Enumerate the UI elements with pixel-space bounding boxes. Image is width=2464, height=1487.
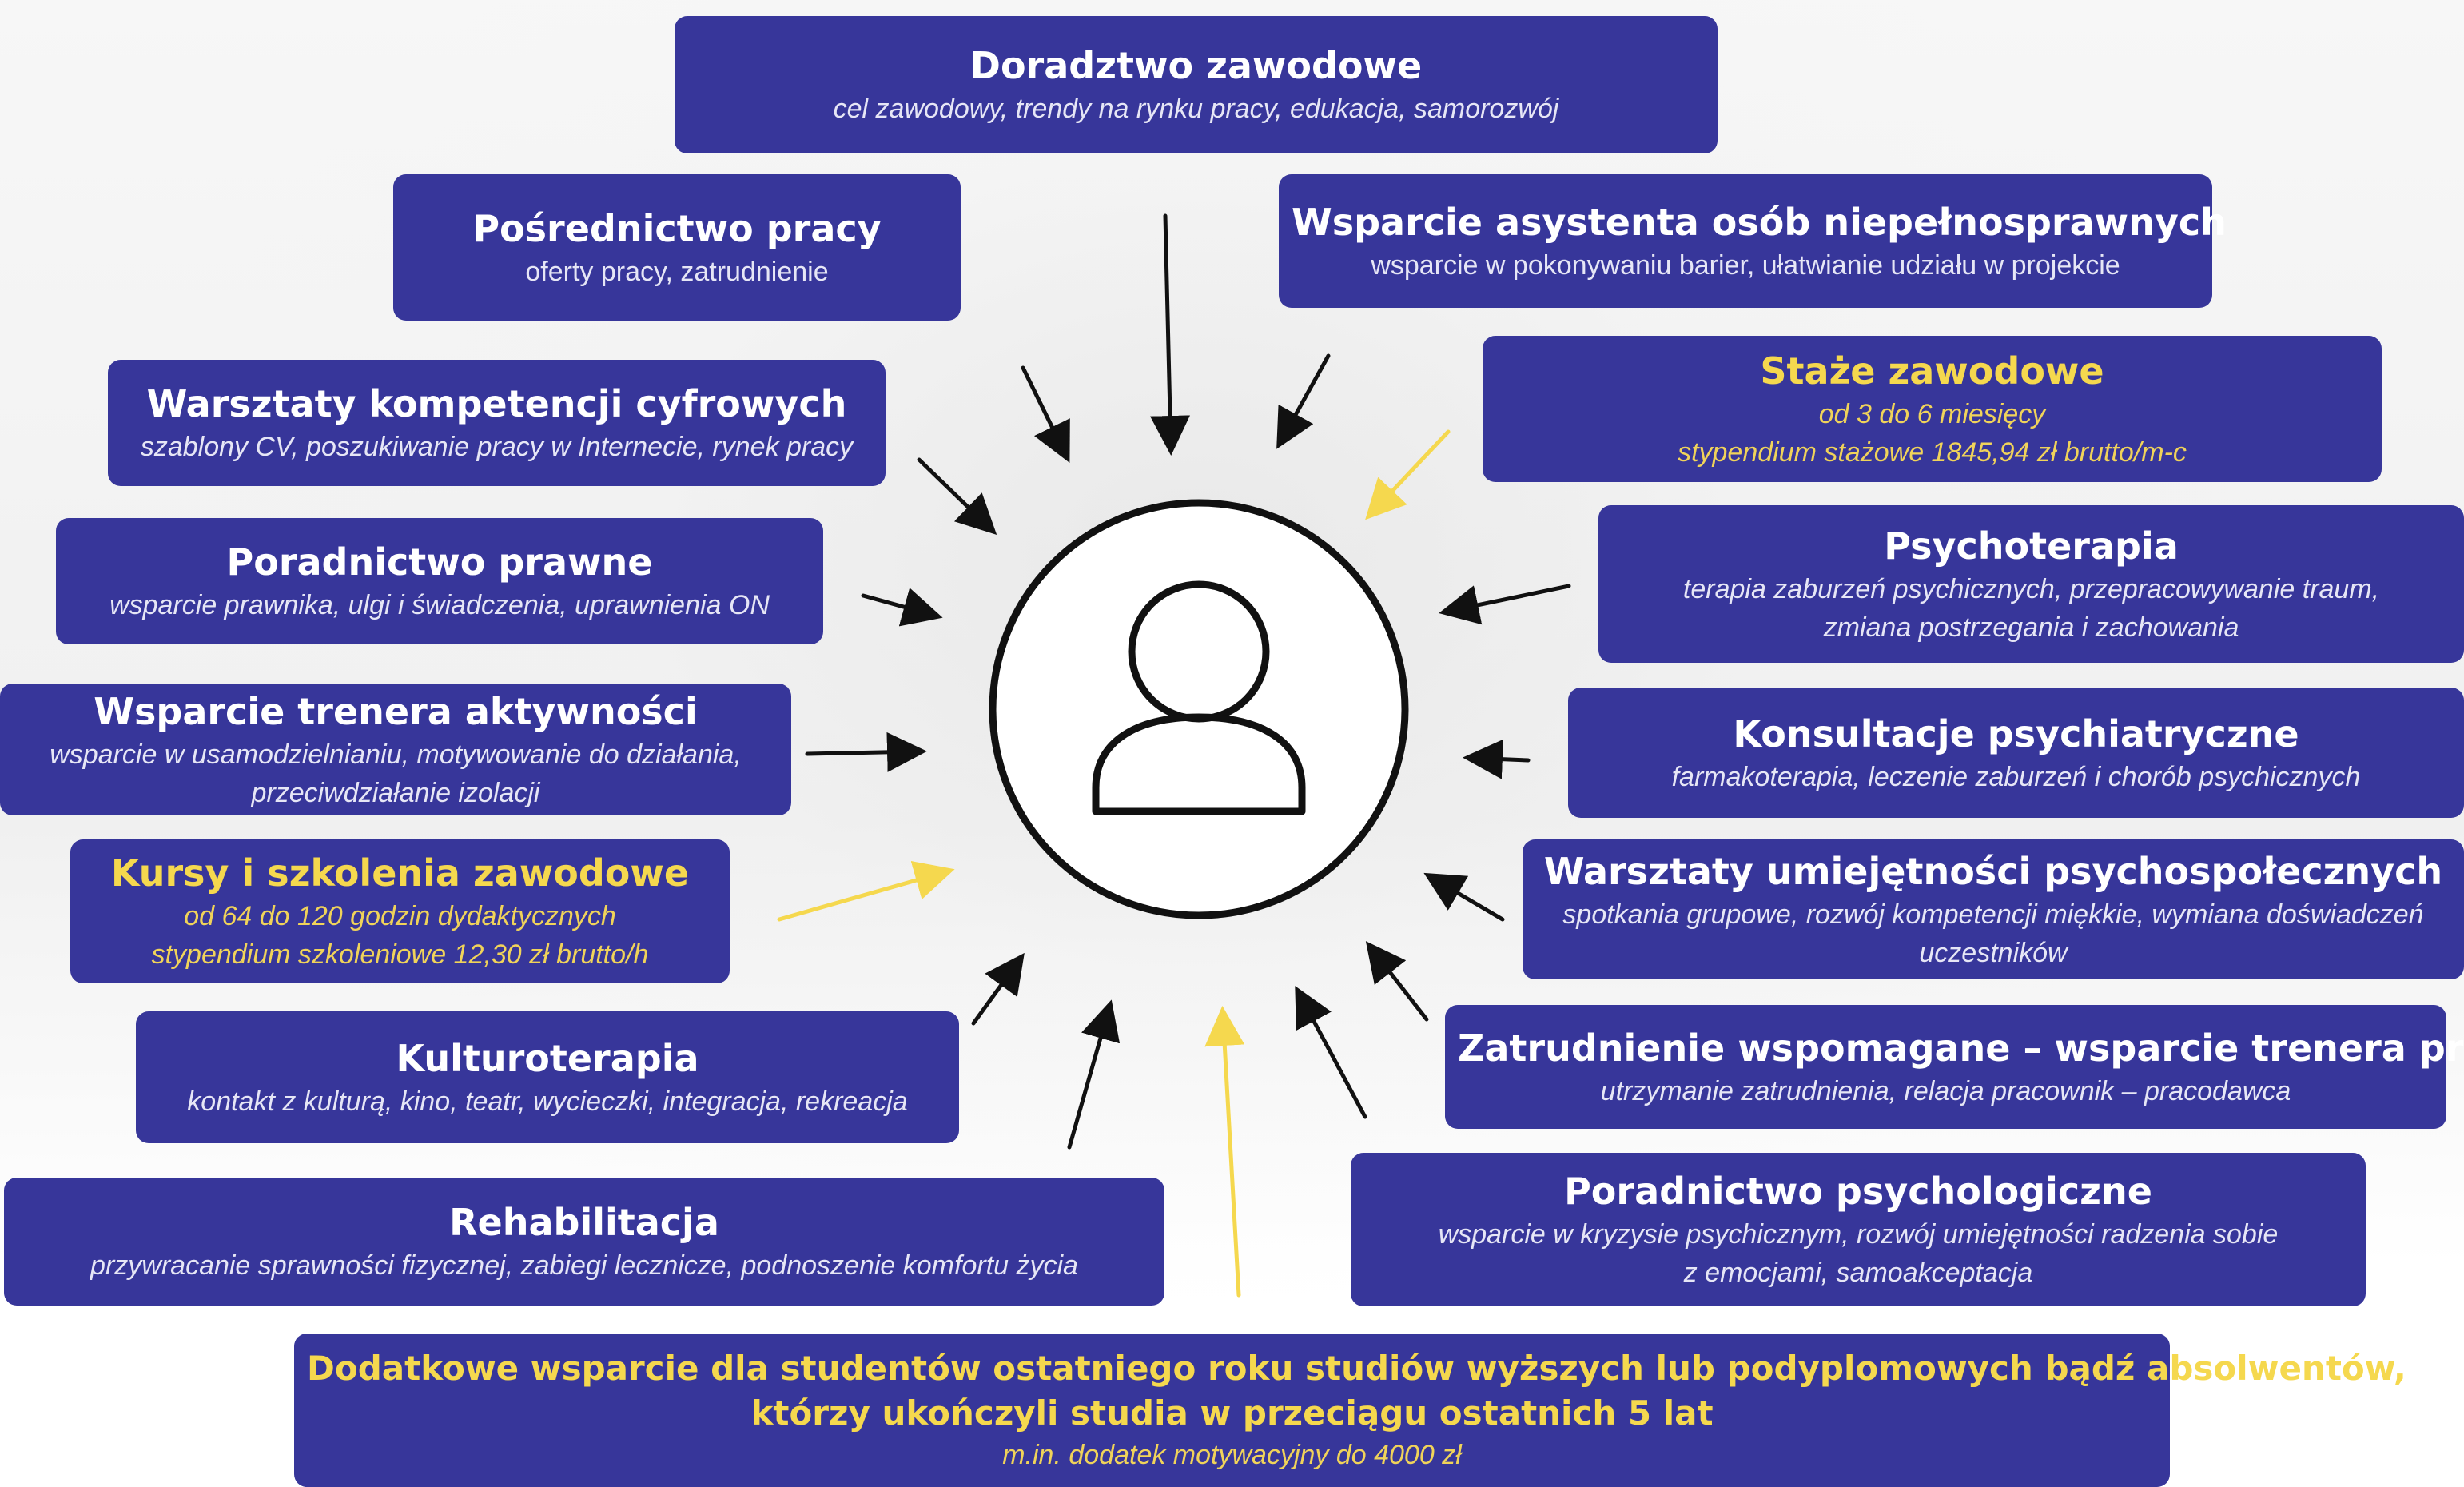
arrow-kulturoterapia: [971, 952, 1025, 1026]
box-title: Kursy i szkolenia zawodowe: [110, 851, 690, 895]
box-title: Konsultacje psychiatryczne: [1733, 712, 2299, 755]
arrow-studenci: [1204, 1006, 1245, 1298]
box-title: Poradnictwo psychologiczne: [1564, 1170, 2152, 1213]
arrow-trener: [805, 732, 927, 772]
box-subtitle: oferty pracy, zatrudnienie: [525, 256, 829, 287]
arrow-konsultacje: [1463, 739, 1531, 779]
box-title: Doradztwo zawodowe: [969, 44, 1423, 87]
box-warsztaty-cyfrowe: Warsztaty kompetencji cyfrowych szablony…: [108, 360, 886, 486]
box-title-2: którzy ukończyli studia w przeciągu osta…: [750, 1393, 1714, 1433]
box-title-1: Dodatkowe wsparcie dla studentów ostatni…: [307, 1349, 2406, 1388]
arrow-doradztwo: [1150, 213, 1191, 456]
box-psychologiczne: Poradnictwo psychologiczne wsparcie w kr…: [1351, 1153, 2366, 1306]
box-studenci: Dodatkowe wsparcie dla studentów ostatni…: [294, 1334, 2406, 1487]
box-title: Psychoterapia: [1884, 524, 2179, 568]
box-subtitle: szablony CV, poszukiwanie pracy w Intern…: [140, 432, 854, 462]
box-subtitle-2: przeciwdziałanie izolacji: [251, 777, 540, 808]
arrow-psychospoleczne: [1423, 872, 1505, 922]
box-subtitle-1: wsparcie w usamodzielnianiu, motywowanie…: [50, 739, 742, 770]
box-subtitle-1: spotkania grupowe, rozwój kompetencji mi…: [1562, 899, 2424, 930]
box-title: Rehabilitacja: [449, 1201, 719, 1244]
arrow-rehabilitacja: [1067, 999, 1121, 1150]
box-title: Wsparcie asystenta osób niepełnosprawnyc…: [1292, 200, 2227, 244]
box-posrednictwo: Pośrednictwo pracy oferty pracy, zatrudn…: [393, 174, 961, 321]
box-rehabilitacja: Rehabilitacja przywracanie sprawności fi…: [4, 1178, 1164, 1306]
box-asystent: Wsparcie asystenta osób niepełnosprawnyc…: [1279, 174, 2227, 308]
arrow-warsztaty-cyfrowe: [917, 457, 997, 535]
box-title: Wsparcie trenera aktywności: [94, 689, 698, 733]
arrow-prawne: [861, 588, 943, 627]
box-staze: Staże zawodowe od 3 do 6 miesięcy stypen…: [1483, 336, 2382, 482]
box-title: Zatrudnienie wspomagane – wsparcie trene…: [1458, 1026, 2464, 1070]
arrow-kursy: [777, 860, 955, 922]
box-subtitle: kontakt z kulturą, kino, teatr, wycieczk…: [187, 1086, 908, 1117]
box-title: Pośrednictwo pracy: [472, 206, 882, 250]
box-subtitle-2: zmiana postrzegania i zachowania: [1823, 612, 2239, 643]
center-circle: [989, 499, 1409, 919]
box-subtitle-1: terapia zaburzeń psychicznych, przepraco…: [1682, 573, 2380, 604]
box-kulturoterapia: Kulturoterapia kontakt z kulturą, kino, …: [136, 1011, 959, 1143]
box-title: Warsztaty umiejętności psychospołecznych: [1543, 849, 2443, 893]
arrow-staze: [1365, 429, 1451, 520]
arrow-zatrudnienie: [1365, 941, 1429, 1022]
box-subtitle-2: uczestników: [1919, 937, 2068, 968]
box-subtitle: farmakoterapia, leczenie zaburzeń i chor…: [1671, 761, 2361, 792]
arrow-posrednictwo: [1021, 365, 1070, 463]
box-psychospoleczne: Warsztaty umiejętności psychospołecznych…: [1523, 839, 2464, 979]
box-zatrudnienie: Zatrudnienie wspomagane – wsparcie trene…: [1445, 1005, 2464, 1129]
box-trener-aktywnosci: Wsparcie trenera aktywności wsparcie w u…: [0, 684, 791, 815]
box-subtitle-1: wsparcie w kryzysie psychicznym, rozwój …: [1438, 1219, 2279, 1250]
box-subtitle-2: z emocjami, samoakceptacja: [1683, 1258, 2033, 1288]
box-konsultacje: Konsultacje psychiatryczne farmakoterapi…: [1568, 688, 2464, 818]
box-subtitle: m.in. dodatek motywacyjny do 4000 zł: [1002, 1440, 1462, 1470]
box-psychoterapia: Psychoterapia terapia zaburzeń psychiczn…: [1598, 505, 2464, 663]
box-subtitle: utrzymanie zatrudnienia, relacja pracown…: [1600, 1075, 2291, 1106]
box-subtitle: wsparcie prawnika, ulgi i świadczenia, u…: [109, 590, 770, 620]
box-subtitle-2: stypendium stażowe 1845,94 zł brutto/m-c: [1678, 437, 2187, 468]
arrow-psychologiczne: [1295, 986, 1367, 1119]
box-subtitle-1: od 64 do 120 godzin dydaktycznych: [184, 901, 616, 931]
box-title: Warsztaty kompetencji cyfrowych: [146, 382, 847, 425]
box-title: Staże zawodowe: [1760, 349, 2104, 393]
box-kursy: Kursy i szkolenia zawodowe od 64 do 120 …: [70, 839, 730, 983]
box-subtitle: przywracanie sprawności fizycznej, zabie…: [90, 1250, 1078, 1281]
user-icon: [1092, 580, 1306, 815]
box-subtitle-1: od 3 do 6 miesięcy: [1818, 398, 2046, 429]
box-doradztwo: Doradztwo zawodowe cel zawodowy, trendy …: [675, 16, 1718, 153]
box-title: Poradnictwo prawne: [226, 540, 653, 584]
box-prawne: Poradnictwo prawne wsparcie prawnika, ul…: [56, 518, 823, 644]
box-subtitle-2: stypendium szkoleniowe 12,30 zł brutto/h: [151, 939, 649, 970]
arrow-asystent: [1276, 353, 1331, 449]
box-title: Kulturoterapia: [396, 1036, 699, 1080]
box-subtitle: wsparcie w pokonywaniu barier, ułatwiani…: [1371, 249, 2120, 281]
box-subtitle: cel zawodowy, trendy na rynku pracy, edu…: [833, 94, 1559, 124]
arrow-psychoterapia: [1439, 584, 1571, 625]
